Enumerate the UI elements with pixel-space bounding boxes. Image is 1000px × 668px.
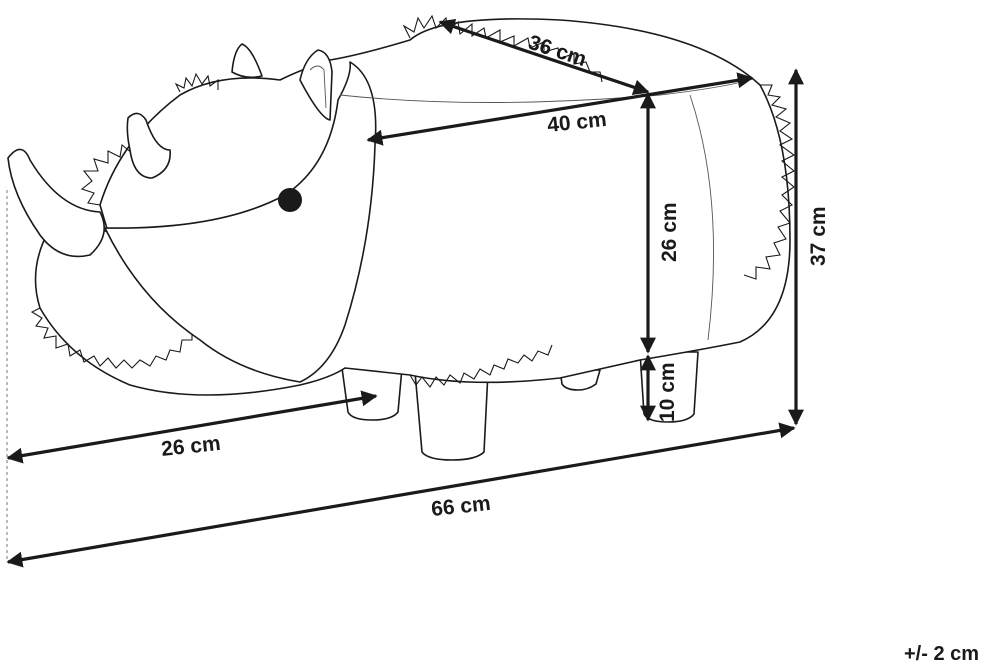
label-total-length: 66 cm	[430, 492, 492, 521]
horn-small	[126, 112, 171, 179]
label-body-height: 26 cm	[658, 202, 681, 262]
fur-right	[743, 84, 796, 280]
label-total-height: 37 cm	[807, 206, 830, 266]
ear-far	[231, 43, 263, 79]
leg-front-near	[414, 371, 489, 461]
leg-front-far	[341, 367, 403, 421]
ear-near-inner	[309, 65, 327, 109]
dimension-lines	[6, 19, 804, 568]
fur-head-front	[80, 139, 145, 206]
horn-large	[7, 148, 106, 258]
dim-line-total-length	[6, 422, 796, 568]
fur-bottom	[30, 307, 553, 388]
eye	[278, 188, 302, 212]
label-head-length: 26 cm	[160, 432, 222, 461]
label-leg-height: 10 cm	[656, 362, 679, 422]
dim-line-body-length	[366, 72, 754, 146]
ear-near	[299, 49, 333, 121]
tolerance-note: +/- 2 cm	[904, 643, 979, 665]
